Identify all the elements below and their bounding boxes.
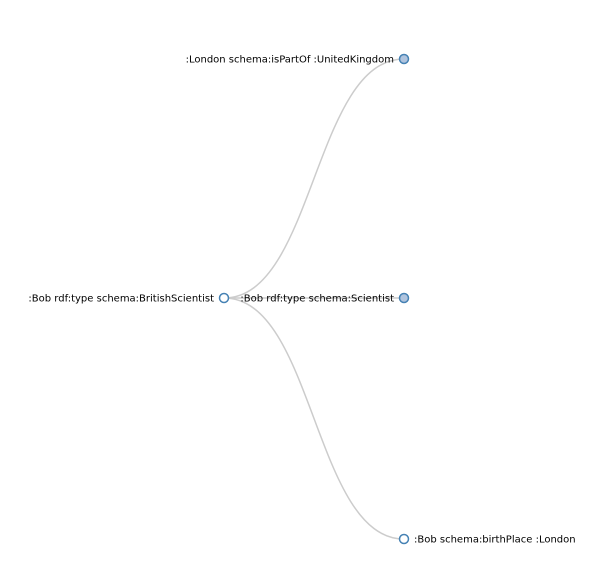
- expanded-node-circle[interactable]: [218, 292, 230, 304]
- collapsed-node-circle[interactable]: [398, 292, 410, 304]
- tree-node[interactable]: :Bob rdf:type schema:Scientist: [240, 292, 410, 305]
- expanded-node-circle[interactable]: [398, 533, 410, 545]
- tree-link: [223, 297, 405, 540]
- tree-node[interactable]: :Bob rdf:type schema:BritishScientist: [28, 292, 230, 305]
- node-label: :London schema:isPartOf :UnitedKingdom: [186, 55, 394, 66]
- tree-node[interactable]: :Bob schema:birthPlace :London: [398, 533, 576, 546]
- node-label: :Bob schema:birthPlace :London: [414, 535, 576, 546]
- node-label: :Bob rdf:type schema:BritishScientist: [28, 294, 214, 305]
- nodes-layer: :London schema:isPartOf :UnitedKingdom :B…: [28, 53, 576, 546]
- tree-link: [223, 58, 405, 299]
- links-layer: [223, 58, 405, 540]
- tree-node[interactable]: :London schema:isPartOf :UnitedKingdom: [186, 53, 410, 66]
- node-label: :Bob rdf:type schema:Scientist: [240, 294, 394, 305]
- collapsed-node-circle[interactable]: [398, 53, 410, 65]
